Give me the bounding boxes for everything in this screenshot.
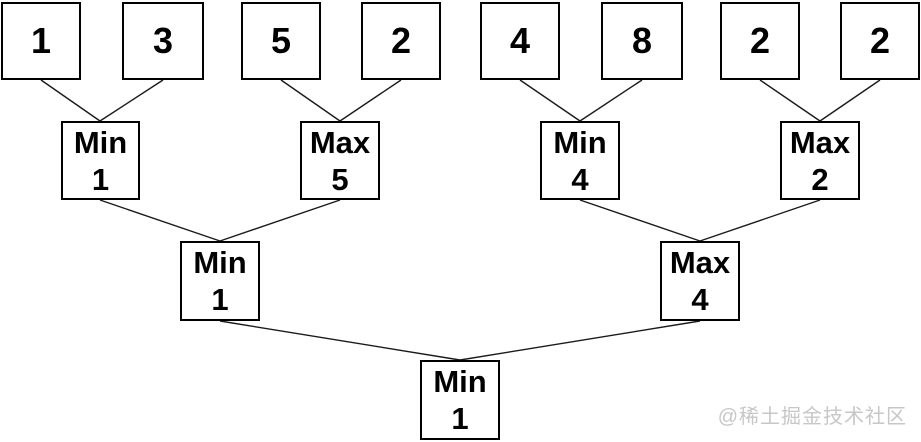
node-value: 1	[91, 161, 110, 197]
leaf-value: 2	[390, 20, 412, 61]
l3-min-node-0: Min 1	[180, 241, 260, 321]
leaf-node-5: 8	[601, 2, 683, 80]
leaf-value: 8	[631, 20, 653, 61]
tree-edge	[459, 320, 701, 361]
leaf-value: 4	[509, 20, 531, 61]
tree-edge	[219, 320, 461, 361]
node-op-label: Min	[73, 124, 128, 160]
node-op-label: Max	[309, 124, 371, 160]
tree-edge	[219, 199, 341, 242]
leaf-node-4: 4	[480, 2, 560, 80]
leaf-value: 2	[749, 20, 771, 61]
tree-edge	[579, 199, 701, 242]
node-op-label: Min	[553, 124, 607, 160]
tree-edge	[339, 79, 402, 122]
leaf-value: 5	[270, 20, 292, 61]
l2-min-node-0: Min 1	[61, 121, 140, 200]
root-min-node: Min 1	[420, 360, 500, 440]
leaf-node-3: 2	[361, 2, 441, 80]
watermark-text: @稀土掘金技术社区	[717, 406, 907, 428]
l2-max-node-1: Max 5	[300, 121, 380, 200]
l2-max-node-3: Max 2	[780, 121, 860, 200]
tree-edge	[280, 79, 341, 122]
tree-edge	[579, 79, 643, 122]
node-op-label: Min	[433, 364, 487, 399]
node-op-label: Max	[669, 245, 731, 280]
node-op-label: Max	[789, 124, 851, 160]
node-op-label: Min	[193, 245, 247, 280]
node-value: 1	[211, 282, 229, 317]
node-value: 2	[811, 161, 829, 197]
tree-edge	[99, 199, 221, 242]
leaf-value: 1	[30, 20, 52, 61]
tree-edge	[759, 79, 821, 122]
leaf-value: 3	[152, 20, 174, 61]
leaf-node-7: 2	[840, 2, 920, 80]
node-value: 1	[451, 401, 469, 436]
tree-edge	[40, 79, 101, 122]
tree-edge	[819, 79, 881, 122]
tree-edge	[99, 79, 164, 122]
tree-edge	[519, 79, 581, 122]
leaf-node-0: 1	[1, 2, 81, 80]
node-value: 5	[331, 161, 349, 197]
node-value: 4	[691, 282, 709, 317]
leaf-node-2: 5	[241, 2, 321, 80]
node-value: 4	[571, 161, 589, 197]
l3-max-node-1: Max 4	[660, 241, 740, 321]
l2-min-node-2: Min 4	[540, 121, 620, 200]
leaf-value: 2	[869, 20, 891, 61]
tree-edge	[699, 199, 821, 242]
leaf-node-1: 3	[122, 2, 204, 80]
leaf-node-6: 2	[720, 2, 800, 80]
